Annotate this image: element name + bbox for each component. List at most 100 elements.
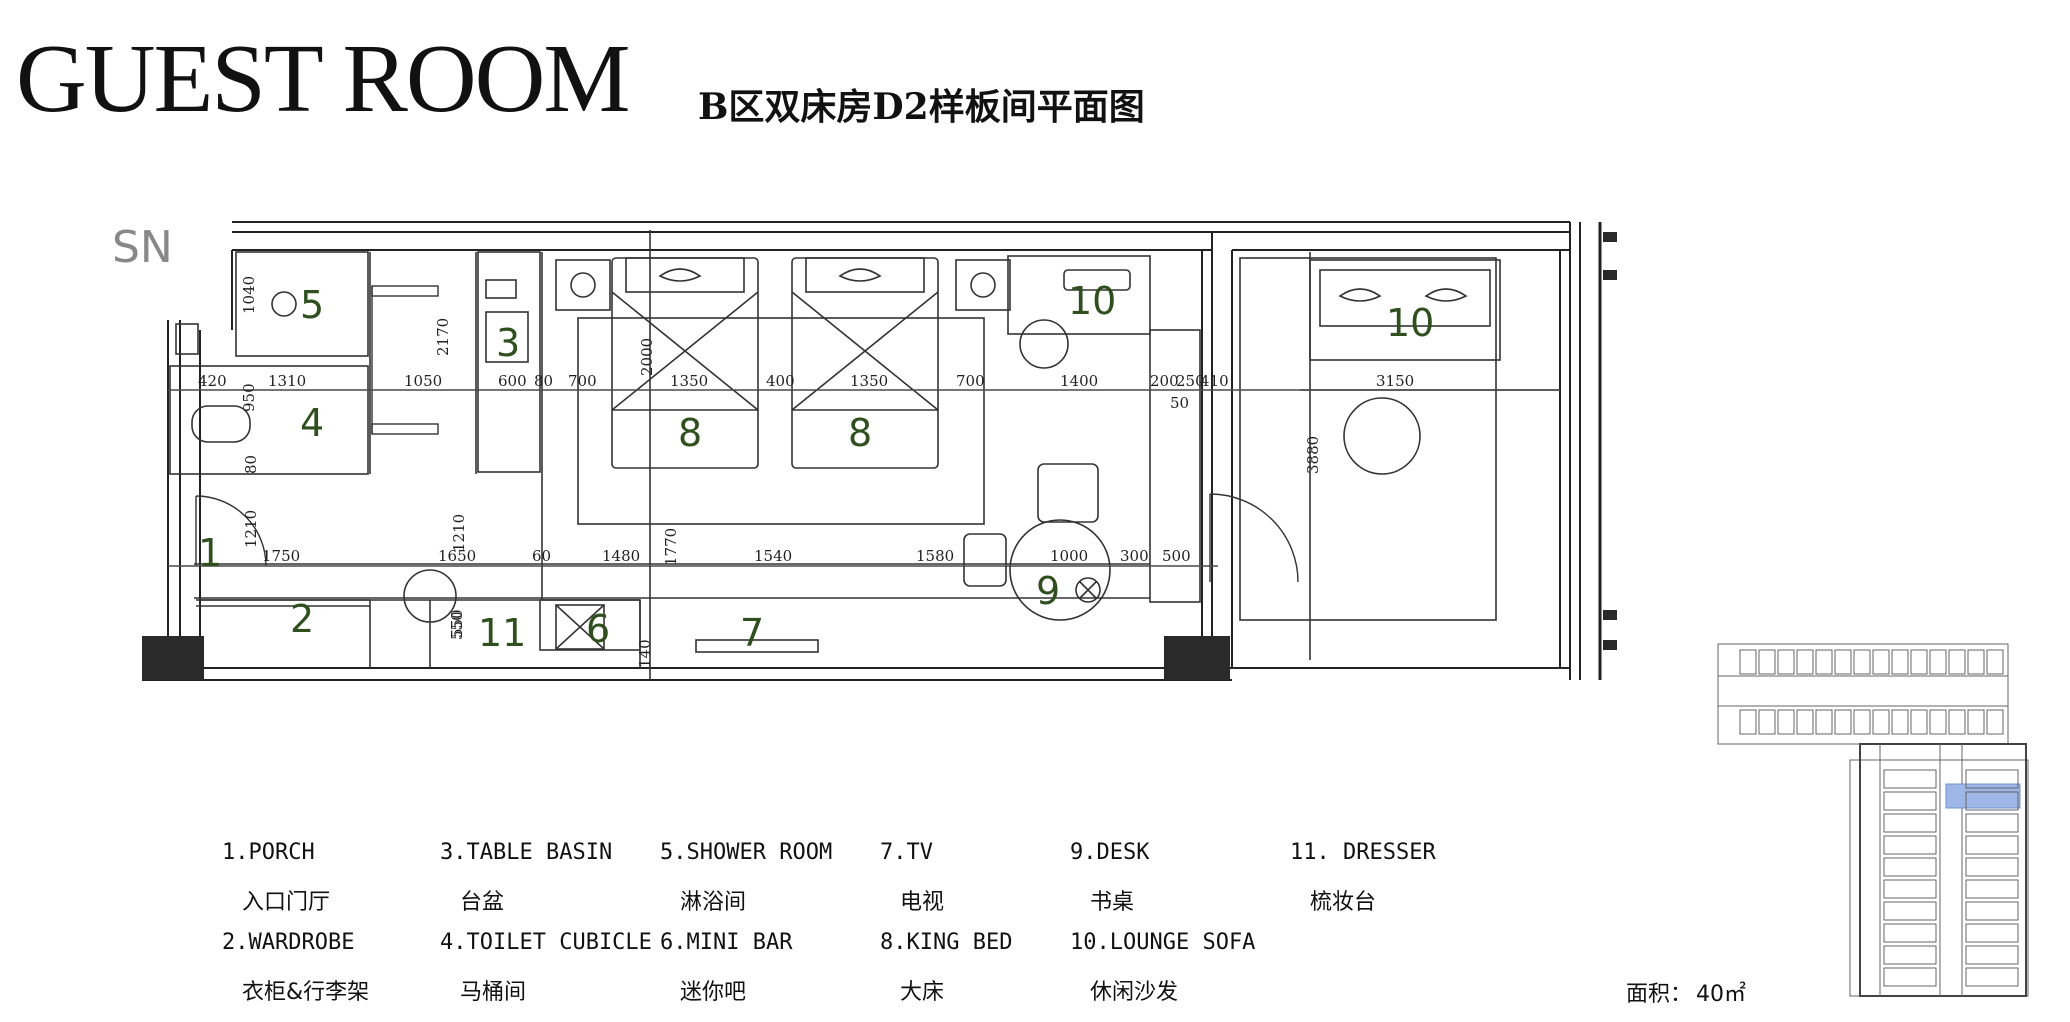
room-number: 2 — [290, 597, 314, 641]
furniture — [175, 259, 1501, 623]
dimension-label: 950 — [240, 383, 258, 412]
key-plan-room — [1883, 791, 1937, 811]
dimension-label: 500 — [1162, 547, 1191, 565]
room-number: 5 — [300, 283, 324, 327]
dimension-label: 1480 — [602, 547, 640, 565]
dimension-label: 3150 — [1376, 372, 1414, 390]
room-number: 6 — [586, 607, 610, 651]
dimension-label: 1210 — [242, 510, 260, 548]
partitions — [168, 230, 1560, 680]
key-plan-room — [1965, 835, 2019, 855]
key-plan-room — [1739, 709, 1757, 735]
dimension-label: 60 — [532, 547, 551, 565]
key-plan-room — [1758, 709, 1776, 735]
key-plan-room — [1965, 945, 2019, 965]
key-plan-room — [1929, 649, 1947, 675]
room-number: 3 — [496, 321, 520, 365]
key-plan-room — [1796, 709, 1814, 735]
door-label: SN — [112, 222, 173, 273]
dimension-label: 200 — [1150, 372, 1179, 390]
beds — [611, 257, 939, 469]
walls — [142, 221, 1602, 681]
key-plan-room — [1883, 835, 1937, 855]
dimension-label: 700 — [956, 372, 985, 390]
dimension-label: 1350 — [850, 372, 888, 390]
key-plan-room — [1965, 791, 2019, 811]
key-plan-room — [1883, 967, 1937, 987]
room-number: 11 — [478, 611, 526, 655]
key-plan-room — [1910, 649, 1928, 675]
key-plan-room — [1815, 709, 1833, 735]
dimension-label: 1540 — [754, 547, 792, 565]
area-caption: 面积：40㎡ — [1622, 976, 1746, 1008]
dimension-label: 1350 — [670, 372, 708, 390]
dimension-label: 80 — [242, 455, 260, 474]
key-plan-room — [1965, 967, 2019, 987]
dimension-label: 1210 — [450, 514, 468, 552]
dimension-label: 250 — [1176, 372, 1205, 390]
dimension-label: 1650 — [438, 547, 476, 565]
key-plan-room — [1965, 879, 2019, 899]
room-number: 1 — [198, 531, 222, 575]
key-plan-cells — [1739, 649, 2019, 987]
key-plan-room — [1872, 649, 1890, 675]
key-plan-room — [1948, 649, 1966, 675]
dimension-label: 1040 — [240, 276, 258, 314]
key-plan-room — [1853, 709, 1871, 735]
key-plan-room — [1883, 879, 1937, 899]
key-plan-room — [1777, 649, 1795, 675]
room-number: 10 — [1068, 279, 1116, 323]
page-title: GUEST ROOM — [16, 25, 631, 133]
dimension-lines — [168, 389, 1560, 567]
dimension-label: 1310 — [268, 372, 306, 390]
dimension-label: 600 — [498, 372, 527, 390]
key-plan-room — [1883, 857, 1937, 877]
page-subtitle: B区双床房D2样板间平面图 — [698, 86, 1145, 128]
key-plan-room — [1891, 709, 1909, 735]
key-plan-room — [1815, 649, 1833, 675]
key-plan-room — [1883, 923, 1937, 943]
area-label: 面积： — [1626, 982, 1693, 1007]
key-plan-room — [1929, 709, 1947, 735]
key-plan-room — [1883, 945, 1937, 965]
dimension-label: 550 — [448, 609, 466, 638]
room-number: 9 — [1036, 569, 1060, 613]
key-plan-room — [1739, 649, 1757, 675]
key-plan-room — [1853, 649, 1871, 675]
key-plan-room — [1834, 649, 1852, 675]
area-value: 40㎡ — [1696, 982, 1747, 1007]
dimension-label: 1770 — [662, 528, 680, 566]
dimension-label: 50 — [1170, 394, 1189, 412]
dimension-label: 1580 — [916, 547, 954, 565]
key-plan-room — [1986, 709, 2004, 735]
dimension-label: 1050 — [404, 372, 442, 390]
key-plan-room — [1758, 649, 1776, 675]
room-number: 7 — [740, 611, 764, 655]
key-plan-room — [1967, 709, 1985, 735]
dimension-label: 3880 — [1304, 436, 1322, 474]
dimension-label: 410 — [1200, 372, 1229, 390]
dimension-label: 2170 — [434, 318, 452, 356]
room-number: 4 — [300, 401, 324, 445]
dimension-label: 420 — [198, 372, 227, 390]
key-plan-room — [1948, 709, 1966, 735]
dimension-label: 1000 — [1050, 547, 1088, 565]
doors — [195, 285, 1299, 583]
key-plan-room — [1891, 649, 1909, 675]
key-plan-room — [1986, 649, 2004, 675]
key-plan-room — [1883, 769, 1937, 789]
key-plan-room — [1967, 649, 1985, 675]
key-plan-room — [1777, 709, 1795, 735]
dimension-label: 140 — [636, 639, 654, 668]
dimension-label: 1750 — [262, 547, 300, 565]
key-plan-room — [1965, 769, 2019, 789]
key-plan-room — [1965, 857, 2019, 877]
key-plan-room — [1965, 923, 2019, 943]
key-plan — [1717, 643, 2029, 997]
columns — [142, 232, 1617, 680]
